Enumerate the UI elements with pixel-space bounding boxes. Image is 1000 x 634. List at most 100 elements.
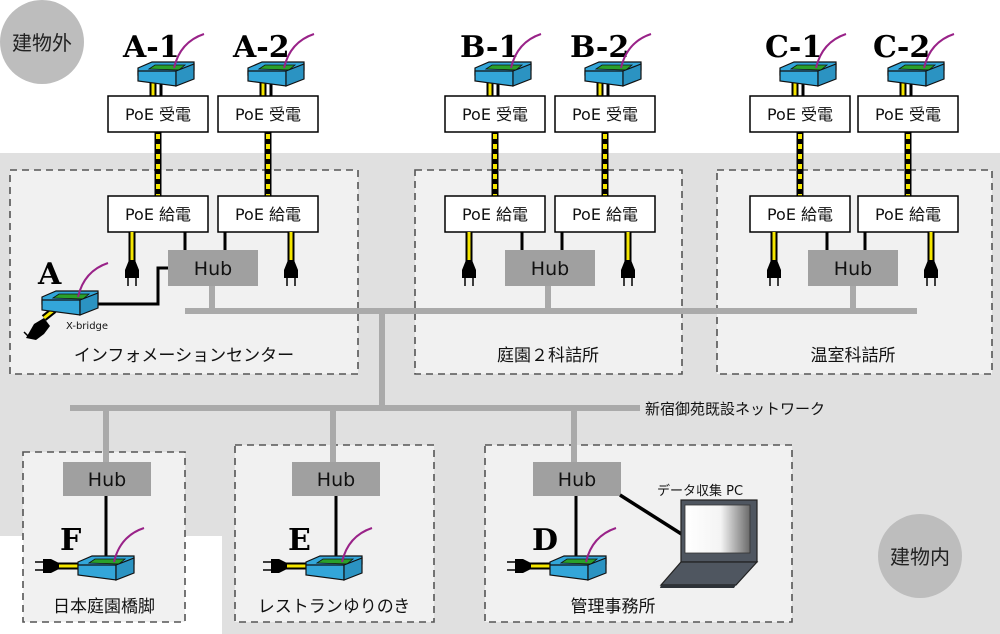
sensor-side <box>285 63 305 87</box>
poe-injector-label: PoE 給電 <box>875 205 941 224</box>
inside-bubble <box>878 514 962 598</box>
sensor-side <box>925 63 945 87</box>
outdoor-sensor <box>474 33 542 87</box>
sensor-label: C-1 <box>765 30 822 65</box>
poe-splitter: PoE 受電 <box>554 95 656 133</box>
sensor-front <box>779 70 819 87</box>
room-label: 温室科詰所 <box>811 346 896 366</box>
sensor-front <box>887 70 927 87</box>
outdoor-sensor <box>584 33 652 87</box>
poe-injector-label: PoE 給電 <box>572 205 638 224</box>
sensor-side <box>79 292 99 316</box>
sensor-label: C-2 <box>873 30 930 65</box>
antenna-cable <box>173 33 205 69</box>
hub-label: Hub <box>317 469 355 491</box>
pc-label: データ収集 PC <box>657 483 743 499</box>
sensor-board <box>559 558 599 565</box>
sensor-board <box>315 558 355 565</box>
laptop-screen <box>684 504 751 554</box>
sensor-side <box>817 63 837 87</box>
room-garden2-equipment: Hub 庭園２科詰所 <box>462 232 635 366</box>
poe-splitter-label: PoE 受電 <box>235 105 301 124</box>
room-greenhouse-equipment: Hub 温室科詰所 <box>767 232 938 366</box>
sensor-side <box>175 63 195 87</box>
poe-splitter-label: PoE 受電 <box>767 105 833 124</box>
ethernet-cable <box>96 266 168 306</box>
device-label: X-bridge <box>66 321 108 332</box>
poe-splitter: PoE 受電 <box>857 95 959 133</box>
power-plug-icon <box>924 260 938 286</box>
hub-label: Hub <box>194 258 232 280</box>
poe-splitter-label: PoE 受電 <box>125 105 191 124</box>
indoor-sensor <box>77 527 145 581</box>
poe-injector-label: PoE 給電 <box>235 205 301 224</box>
antenna-cable <box>923 33 955 69</box>
hub: Hub <box>533 462 621 496</box>
power-plug-icon <box>26 318 50 340</box>
sensor-board <box>51 293 91 300</box>
poe-splitter-label: PoE 受電 <box>572 105 638 124</box>
poe-injector-label: PoE 給電 <box>462 205 528 224</box>
antenna-cable <box>341 527 373 563</box>
x-bridge-sensor <box>41 262 109 316</box>
room-label: 庭園２科詰所 <box>497 346 599 366</box>
sensor-side <box>587 557 607 581</box>
poe-splitter: PoE 受電 <box>107 95 209 133</box>
sensor-side <box>343 557 363 581</box>
ethernet-cable <box>619 493 684 537</box>
antenna-cable <box>77 262 109 298</box>
sensor-front <box>474 70 514 87</box>
sensor-board <box>257 64 297 71</box>
power-plug-icon <box>767 260 781 286</box>
antenna-cable <box>510 33 542 69</box>
power-plug-icon <box>507 559 531 573</box>
network-label: 新宿御苑既設ネットワーク <box>645 400 825 418</box>
sensor-board <box>897 64 937 71</box>
poe-injector: PoE 給電 <box>107 195 209 233</box>
sensor-label: B-2 <box>570 30 629 65</box>
sensor-front <box>137 70 177 87</box>
hub-label: Hub <box>531 258 569 280</box>
sensor-label: F <box>60 523 81 558</box>
laptop-base-edge <box>660 585 736 588</box>
indoor-sensor <box>549 527 617 581</box>
indoor-sensor <box>305 527 373 581</box>
outside-label: 建物外 <box>12 31 72 55</box>
poe-splitter: PoE 受電 <box>749 95 851 133</box>
hub: Hub <box>808 250 898 286</box>
sensor-board <box>484 64 524 71</box>
hub-label: Hub <box>558 469 596 491</box>
poe-splitter: PoE 受電 <box>444 95 546 133</box>
sensor-board <box>789 64 829 71</box>
antenna-cable <box>113 527 145 563</box>
power-plug-icon <box>621 260 635 286</box>
sensor-label: B-1 <box>460 30 519 65</box>
power-plug-icon <box>263 559 287 573</box>
backbone-network <box>70 286 917 462</box>
antenna-cable <box>585 527 617 563</box>
hub: Hub <box>168 250 258 286</box>
poe-splitter-label: PoE 受電 <box>462 105 528 124</box>
sensor-label: E <box>288 523 311 558</box>
power-plug-icon <box>125 260 139 286</box>
sensor-board <box>594 64 634 71</box>
poe-injector: PoE 給電 <box>554 195 656 233</box>
outside-zone-badge: 建物外 <box>0 0 84 84</box>
hub: Hub <box>505 250 595 286</box>
hub: Hub <box>63 462 151 496</box>
data-collection-pc: データ収集 PC <box>619 483 759 588</box>
outside-bubble <box>0 0 84 84</box>
power-plug-icon <box>284 260 298 286</box>
poe-splitter: PoE 受電 <box>217 95 319 133</box>
poe-injector-label: PoE 給電 <box>125 205 191 224</box>
